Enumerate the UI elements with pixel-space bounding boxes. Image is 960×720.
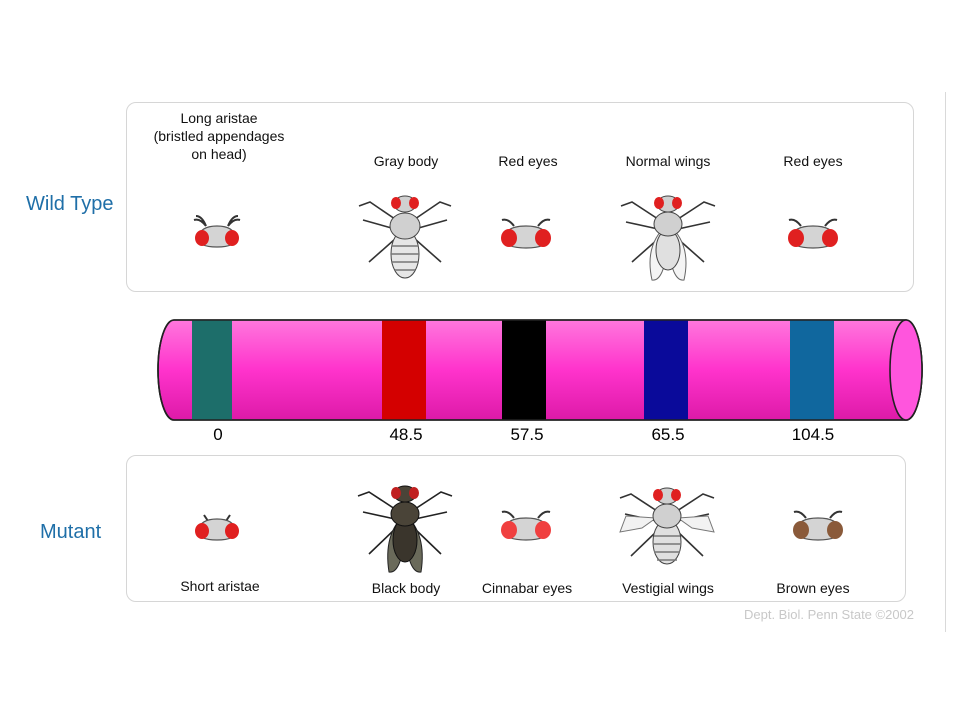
fly-head-red-eyes-icon	[501, 218, 551, 249]
trait-brown-eyes: Brown eyes	[776, 580, 850, 596]
locus-band-57-5	[502, 320, 546, 420]
trait-long-aristae: Long aristae (bristled appendages on hea…	[153, 110, 285, 162]
trait-gray-body: Gray body	[373, 153, 439, 169]
trait-normal-wings: Normal wings	[625, 153, 711, 169]
chromosome	[157, 319, 923, 421]
credit-text: Dept. Biol. Penn State ©2002	[744, 607, 915, 622]
wild-type-label: Wild Type	[26, 193, 114, 215]
trait-short-aristae: Short aristae	[180, 578, 260, 594]
fly-head-brown-eyes-icon	[793, 510, 843, 541]
fly-vestigial-wings-icon	[619, 487, 715, 565]
trait-cinnabar-eyes: Cinnabar eyes	[481, 580, 573, 596]
fly-gray-body-icon	[358, 195, 452, 279]
right-divider	[945, 92, 946, 632]
wild-type-panel	[126, 102, 914, 292]
locus-position-57-5: 57.5	[510, 425, 544, 444]
trait-red-eyes-1: Red eyes	[498, 153, 558, 169]
locus-position-65-5: 65.5	[651, 425, 685, 444]
fly-black-body-icon	[357, 485, 453, 573]
mutant-label: Mutant	[40, 521, 102, 543]
trait-black-body: Black body	[371, 580, 441, 596]
locus-band-104-5	[790, 320, 834, 420]
locus-band-0	[192, 320, 232, 420]
locus-position-0: 0	[213, 425, 223, 444]
trait-red-eyes-2: Red eyes	[783, 153, 843, 169]
trait-vestigial-wings: Vestigial wings	[622, 580, 714, 596]
fly-head-short-aristae-icon	[195, 514, 239, 541]
fly-head-red-eyes-icon	[788, 218, 838, 249]
fly-normal-wings-icon	[620, 195, 716, 281]
locus-band-65-5	[644, 320, 688, 420]
locus-position-104-5: 104.5	[791, 425, 835, 444]
fly-head-cinnabar-eyes-icon	[501, 510, 551, 541]
locus-band-48-5	[382, 320, 426, 420]
fly-head-long-aristae-icon	[193, 215, 241, 248]
locus-position-48-5: 48.5	[389, 425, 423, 444]
